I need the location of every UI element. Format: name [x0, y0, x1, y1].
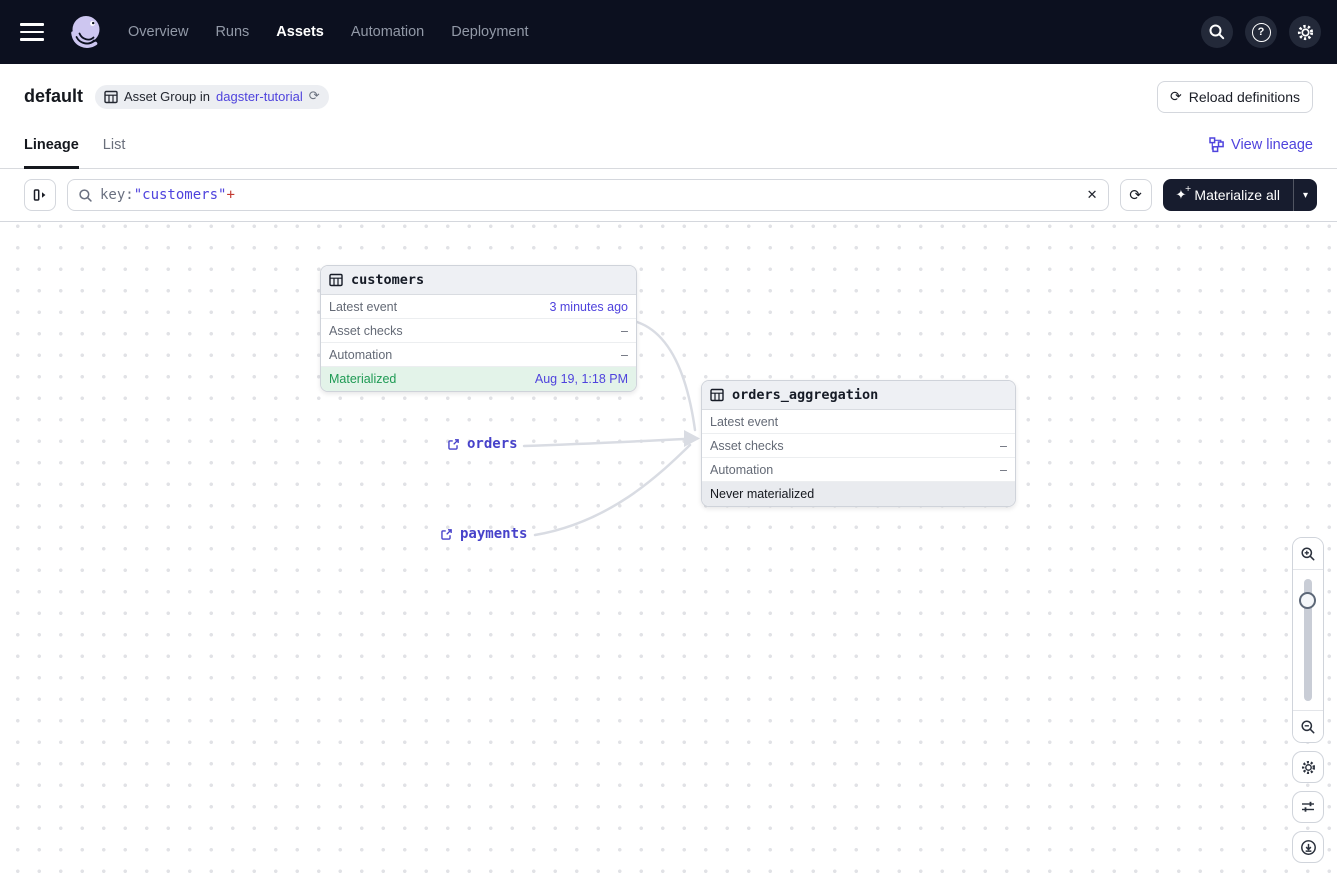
asset-node-customers[interactable]: customers Latest event 3 minutes ago Ass… — [320, 265, 637, 392]
zoom-in-icon — [1301, 546, 1315, 560]
reload-definitions-button[interactable]: ⟳ Reload definitions — [1156, 80, 1313, 113]
download-view-button[interactable] — [1292, 831, 1324, 863]
lineage-graph-canvas[interactable]: customers Latest event 3 minutes ago Ass… — [0, 222, 1337, 873]
badge-text: Asset Group in — [124, 89, 211, 104]
nav-item-overview[interactable]: Overview — [128, 24, 189, 40]
edge-arrowhead — [684, 430, 700, 447]
latest-event-link[interactable]: 3 minutes ago — [549, 299, 628, 314]
graph-settings-button[interactable] — [1292, 751, 1324, 783]
asset-node-orders-aggregation[interactable]: orders_aggregation Latest event Asset ch… — [701, 380, 1016, 507]
download-icon — [1300, 839, 1316, 855]
gear-icon — [1301, 760, 1315, 774]
nav-item-runs[interactable]: Runs — [215, 24, 250, 40]
gear-icon — [1297, 24, 1313, 40]
filter-sliders-icon — [1302, 801, 1314, 812]
main-nav: Overview Runs Assets Automation Deployme… — [128, 24, 529, 40]
asset-node-header: customers — [321, 266, 636, 295]
zoom-slider-track[interactable] — [1304, 579, 1312, 701]
panel-expand-icon — [33, 189, 46, 201]
search-icon — [1209, 24, 1225, 40]
zoom-in-button[interactable] — [1293, 538, 1323, 570]
nav-item-automation[interactable]: Automation — [350, 24, 425, 40]
settings-button[interactable] — [1289, 16, 1321, 48]
node-row-automation: Automation – — [321, 343, 636, 367]
code-location-link[interactable]: dagster-tutorial — [216, 89, 303, 104]
graph-controls — [1292, 537, 1324, 863]
zoom-slider[interactable] — [1293, 570, 1323, 710]
tabs-row: Lineage List View lineage — [0, 115, 1337, 169]
node-row-asset-checks: Asset checks – — [321, 319, 636, 343]
external-link-icon — [441, 528, 452, 540]
asset-node-header: orders_aggregation — [702, 381, 1015, 410]
help-icon: ? — [1251, 22, 1271, 42]
materialize-all-button[interactable]: ✦ Materialize all — [1163, 179, 1294, 211]
zoom-control-group — [1292, 537, 1324, 743]
materialize-dropdown-button[interactable]: ▾ — [1293, 179, 1317, 211]
materialization-timestamp-link[interactable]: Aug 19, 1:18 PM — [534, 372, 628, 386]
global-search-button[interactable] — [1201, 16, 1233, 48]
node-row-latest-event: Latest event 3 minutes ago — [321, 295, 636, 319]
asset-name: orders_aggregation — [732, 387, 879, 403]
lineage-toolbar: key:"customers"+ ✕ ⟳ ✦ Materialize all ▾ — [0, 169, 1337, 222]
clear-search-button[interactable]: ✕ — [1086, 187, 1098, 203]
sparkle-icon: ✦ — [1176, 184, 1192, 203]
external-asset-link-orders[interactable]: orders — [447, 436, 518, 452]
tab-lineage[interactable]: Lineage — [24, 115, 79, 169]
table-asset-icon — [710, 388, 724, 402]
dagster-logo-icon[interactable] — [66, 12, 106, 52]
table-asset-icon — [329, 273, 343, 287]
node-row-automation: Automation – — [702, 458, 1015, 482]
reload-icon: ⟳ — [1169, 88, 1182, 105]
materialize-button-group: ✦ Materialize all ▾ — [1162, 179, 1317, 211]
top-navbar: Overview Runs Assets Automation Deployme… — [0, 0, 1337, 64]
lineage-icon — [1209, 136, 1224, 152]
asset-group-badge: Asset Group in dagster-tutorial ⟳ — [95, 84, 329, 109]
asset-group-icon — [104, 90, 118, 103]
node-status-materialized: Materialized Aug 19, 1:18 PM — [321, 367, 636, 391]
nav-item-assets[interactable]: Assets — [276, 24, 324, 40]
help-button[interactable]: ? — [1245, 16, 1277, 48]
graph-filters-button[interactable] — [1292, 791, 1324, 823]
node-row-asset-checks: Asset checks – — [702, 434, 1015, 458]
node-status-never-materialized: Never materialized — [702, 482, 1015, 506]
tab-list[interactable]: List — [102, 136, 126, 153]
node-row-latest-event: Latest event — [702, 410, 1015, 434]
search-icon — [79, 188, 92, 202]
asset-selection-input[interactable]: key:"customers"+ ✕ — [67, 179, 1109, 211]
query-text: key:"customers"+ — [100, 187, 235, 203]
zoom-out-icon — [1301, 719, 1315, 733]
page-title: default — [24, 86, 84, 106]
external-asset-link-payments[interactable]: payments — [440, 526, 527, 542]
zoom-slider-handle[interactable] — [1299, 592, 1316, 609]
expand-panel-button[interactable] — [24, 179, 56, 211]
page-header: default Asset Group in dagster-tutorial … — [0, 64, 1337, 115]
navbar-actions: ? — [1201, 16, 1321, 48]
refresh-graph-button[interactable]: ⟳ — [1119, 179, 1152, 211]
zoom-out-button[interactable] — [1293, 710, 1323, 742]
badge-refresh-icon[interactable]: ⟳ — [308, 89, 320, 104]
external-link-icon — [448, 438, 459, 450]
nav-item-deployment[interactable]: Deployment — [451, 24, 529, 40]
lineage-edges — [522, 320, 700, 537]
asset-name: customers — [351, 272, 425, 288]
view-lineage-link[interactable]: View lineage — [1209, 115, 1313, 168]
hamburger-menu-button[interactable] — [20, 16, 52, 48]
